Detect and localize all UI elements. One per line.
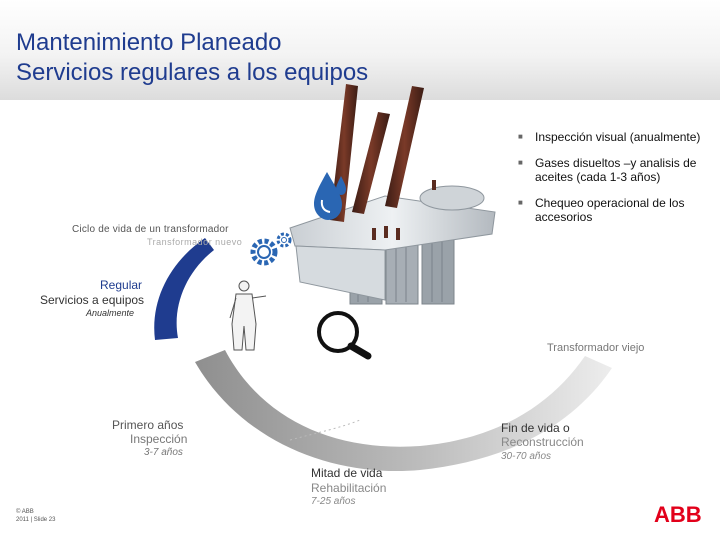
title-line-2: Servicios regulares a los equipos xyxy=(16,59,369,86)
footer-copyright: © ABB xyxy=(16,509,34,515)
footer-slide-number: 2011 | Slide 23 xyxy=(16,517,56,523)
bullet-item: ■Chequeo operacional de los accesorios xyxy=(518,196,685,224)
bullet-marker: ■ xyxy=(518,198,523,207)
lifecycle-dotted-line xyxy=(289,419,361,441)
phase-mid-heading: Mitad de vida xyxy=(311,466,383,480)
phase-first-subtitle: Inspección xyxy=(130,432,188,446)
bullet-marker: ■ xyxy=(518,158,523,167)
oil-drop-icon xyxy=(314,172,346,220)
phase-mid-subtitle: Rehabilitación xyxy=(311,481,387,495)
abb-logo: ABB xyxy=(654,503,702,525)
page-title: Mantenimiento Planeado Servicios regular… xyxy=(16,28,368,88)
footer: © ABB 2011 | Slide 23 xyxy=(16,508,55,524)
phase-end-subtitle: Reconstrucción xyxy=(501,435,584,449)
lifecycle-arc-blue xyxy=(154,238,214,340)
new-transformer-label: Transformador nuevo xyxy=(147,237,243,247)
magnifier-icon xyxy=(317,311,372,360)
title-line-1: Mantenimiento Planeado xyxy=(16,29,282,56)
bullet-item: ■Inspección visual (anualmente) xyxy=(518,130,701,144)
regular-heading: Regular xyxy=(100,278,143,292)
regular-frequency: Anualmente xyxy=(86,308,135,318)
bullet-list: ■Inspección visual (anualmente) ■Gases d… xyxy=(518,130,713,236)
title-band xyxy=(0,0,720,100)
bullet-item: ■Gases disueltos –y analisis de aceites … xyxy=(518,156,697,184)
phase-end-heading: Fin de vida o xyxy=(501,421,570,435)
bullet-marker: ■ xyxy=(518,132,523,141)
gear-icon xyxy=(250,232,292,266)
lifecycle-label: Ciclo de vida de un transformador xyxy=(72,224,229,235)
old-transformer-label: Transformador viejo xyxy=(547,342,645,354)
regular-subtitle: Servicios a equipos xyxy=(40,293,145,307)
phase-first-heading: Primero años xyxy=(112,418,184,432)
abb-logo-text: ABB xyxy=(654,503,702,525)
phase-first-range: 3-7 años xyxy=(144,447,183,458)
transformer xyxy=(289,84,496,305)
lifecycle-arc-gray xyxy=(195,350,612,472)
phase-end-range: 30-70 años xyxy=(501,451,552,462)
technician-figure xyxy=(229,280,267,351)
phase-mid-range: 7-25 años xyxy=(311,496,356,507)
